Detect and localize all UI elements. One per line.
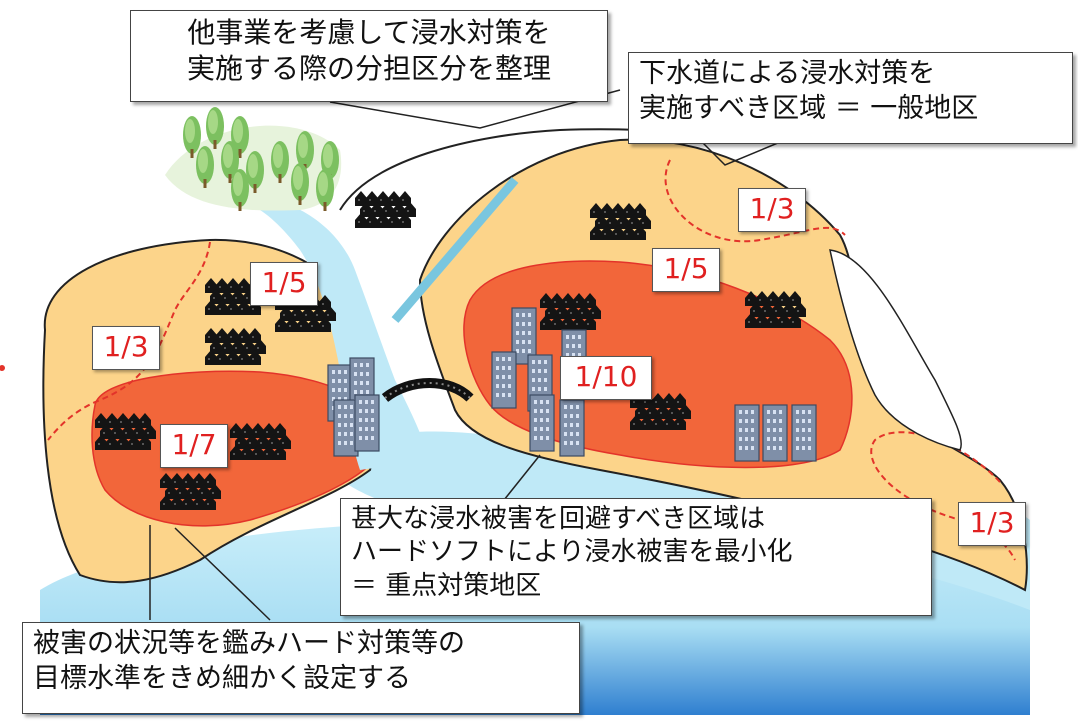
cove — [829, 249, 962, 451]
callout-middle: 甚大な浸水被害を回避すべき区域は ハードソフトにより浸水被害を最小化 ＝ 重点対… — [340, 498, 932, 616]
ratio-label-right-mid: 1/5 — [652, 248, 720, 292]
edge-marker — [0, 365, 5, 371]
callout-pointer-middle — [499, 454, 541, 506]
ratio-label-right-top: 1/3 — [738, 188, 806, 232]
ratio-label-right-priority: 1/10 — [560, 356, 652, 400]
ratio-label-left-upper: 1/5 — [250, 262, 318, 306]
callout-bottom-left-line-1: 被害の状況等を鑑みハード対策等の — [33, 628, 465, 659]
callout-pointer-bottom-left-2 — [174, 527, 271, 621]
callout-top-line-1: 他事業を考慮して浸水対策を — [187, 16, 551, 49]
callout-middle-line-3: ＝ 重点対策地区 — [351, 570, 542, 601]
ratio-label-left-priority: 1/7 — [160, 424, 228, 468]
callout-bottom-left-line-2: 目標水準をきめ細かく設定する — [33, 662, 411, 694]
callout-pointer-top — [329, 89, 621, 129]
ratio-label-left-outer: 1/3 — [92, 326, 160, 370]
callout-bottom-left: 被害の状況等を鑑みハード対策等の 目標水準をきめ細かく設定する — [22, 622, 580, 714]
callout-pointer-top-right — [699, 139, 786, 166]
right-dashed-boundary-top — [664, 159, 846, 243]
callout-top-right: 下水道による浸水対策を 実施すべき区域 ＝ 一般地区 — [628, 52, 1073, 144]
callout-middle-line-2: ハードソフトにより浸水被害を最小化 — [351, 537, 793, 568]
forest-icon — [165, 107, 342, 211]
callout-top-right-line-2: 実施すべき区域 ＝ 一般地区 — [639, 92, 979, 124]
callout-top-line-2: 実施する際の分担区分を整理 — [186, 51, 551, 85]
canal — [391, 177, 519, 323]
ratio-label-right-bottom: 1/3 — [958, 502, 1026, 546]
callout-top-right-line-1: 下水道による浸水対策を — [639, 58, 936, 89]
river — [250, 195, 430, 470]
bridge-icon — [381, 378, 474, 403]
callout-middle-line-1: 甚大な浸水被害を回避すべき区域は — [351, 504, 766, 534]
callout-top: 他事業を考慮して浸水対策を 実施する際の分担区分を整理 — [130, 10, 608, 102]
